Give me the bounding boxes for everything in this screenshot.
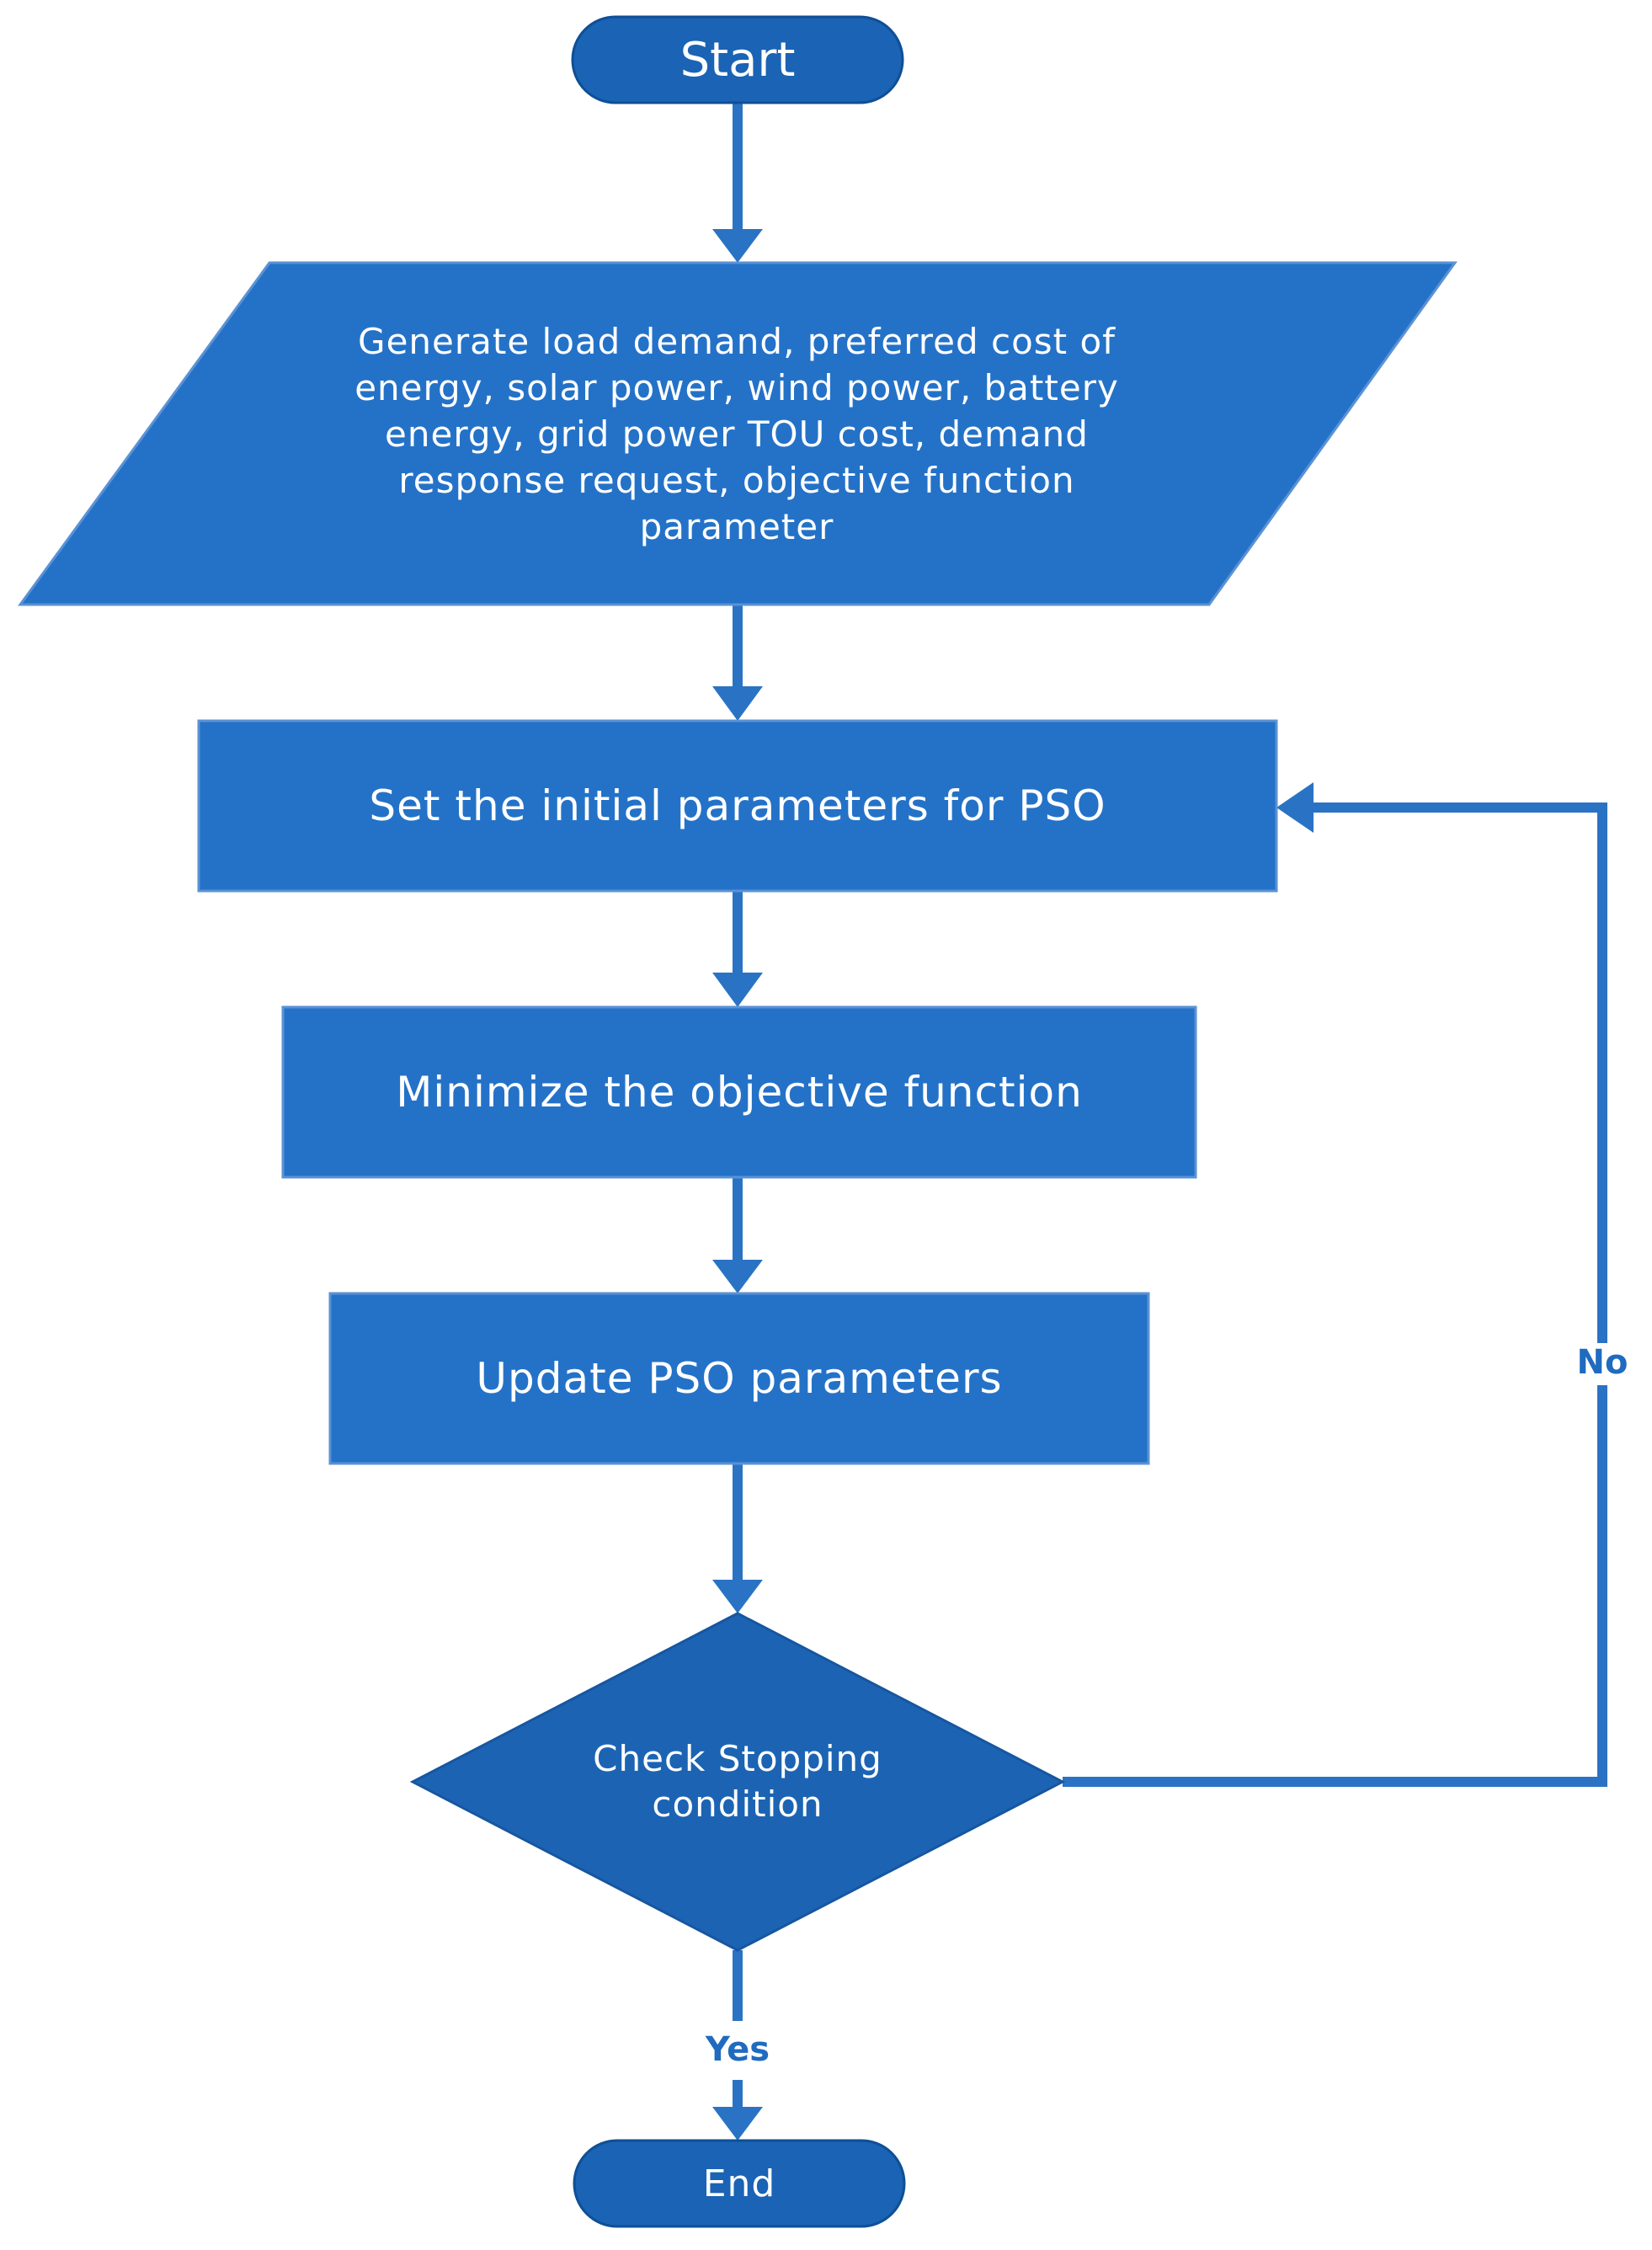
end-terminal: [573, 2139, 906, 2228]
input-parallelogram: [18, 261, 1457, 606]
no-edge-label: No: [1558, 1343, 1647, 1385]
minimize-label: Minimize the objective function: [396, 1068, 1083, 1117]
minimize-box: [281, 1005, 1197, 1179]
end-label: End: [702, 2162, 776, 2205]
arrowhead: [712, 973, 763, 1007]
start-label: Start: [679, 32, 796, 88]
arrowhead: [712, 1260, 763, 1293]
yes-edge-label: Yes: [705, 2030, 770, 2069]
arrowhead: [712, 686, 763, 721]
set-params-box: [197, 719, 1278, 893]
decision-diamond: [409, 1612, 1066, 1952]
edge-decision-no-loop: [1063, 802, 1607, 1787]
decision-label: Check Stopping condition: [593, 1738, 882, 1825]
input-label: Generate load demand, preferred cost of …: [354, 320, 1119, 547]
arrowhead: [712, 2107, 763, 2141]
arrowhead: [712, 229, 763, 263]
update-box: [328, 1292, 1150, 1465]
set-params-label: Set the initial parameters for PSO: [369, 781, 1106, 830]
start-terminal: [571, 15, 904, 104]
arrowhead: [1276, 782, 1314, 833]
update-label: Update PSO parameters: [476, 1354, 1003, 1403]
arrowhead: [712, 1580, 763, 1613]
